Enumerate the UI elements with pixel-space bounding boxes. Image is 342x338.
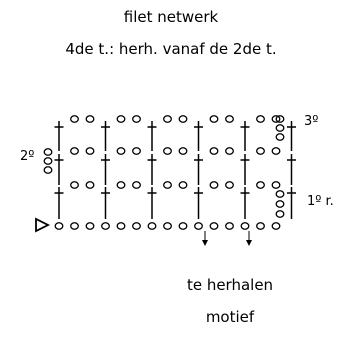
mesh-chain bbox=[116, 115, 126, 123]
mesh-chain bbox=[225, 147, 234, 155]
mesh-chain bbox=[256, 115, 265, 123]
mesh-chain bbox=[225, 115, 234, 123]
turning-chain bbox=[43, 157, 53, 165]
turning-chain bbox=[275, 133, 285, 141]
mesh-chain bbox=[70, 181, 79, 189]
mesh-chain bbox=[178, 115, 188, 123]
mesh-chain bbox=[116, 147, 126, 155]
foundation-chain bbox=[163, 222, 172, 230]
mesh-chain bbox=[85, 115, 95, 123]
foundation-chain bbox=[116, 222, 126, 230]
mesh-chain bbox=[70, 147, 79, 155]
mesh-chain bbox=[163, 181, 172, 189]
foundation-chain bbox=[225, 222, 234, 230]
turning-chain bbox=[275, 210, 285, 218]
foundation-chain bbox=[209, 222, 219, 230]
foundation-chain bbox=[256, 222, 265, 230]
foundation-chain bbox=[101, 222, 110, 230]
foundation-chain bbox=[132, 222, 141, 230]
foundation-chain bbox=[147, 222, 157, 230]
mesh-chain bbox=[256, 147, 265, 155]
row-2-label: 2º bbox=[20, 149, 34, 164]
mesh-chain bbox=[271, 147, 281, 155]
mesh-chain bbox=[132, 181, 141, 189]
mesh-chain bbox=[209, 181, 219, 189]
foundation-chain bbox=[271, 222, 281, 230]
mesh-chain bbox=[178, 147, 188, 155]
mesh-chain bbox=[271, 115, 281, 123]
start-triangle-icon bbox=[35, 217, 51, 233]
mesh-chain bbox=[116, 181, 126, 189]
turning-chain bbox=[275, 124, 285, 132]
mesh-chain bbox=[163, 147, 172, 155]
repeat-label: te herhalen bbox=[186, 276, 274, 294]
row-1-label: 1º r. bbox=[307, 194, 334, 209]
mesh-chain bbox=[225, 181, 234, 189]
foundation-chain bbox=[178, 222, 188, 230]
diagram-subtitle: 4de t.: herh. vanaf de 2de t. bbox=[65, 40, 277, 58]
turning-chain bbox=[275, 190, 285, 198]
foundation-chain bbox=[54, 222, 64, 230]
foundation-chain bbox=[194, 222, 203, 230]
mesh-chain bbox=[178, 181, 188, 189]
mesh-chain bbox=[132, 115, 141, 123]
foundation-chain bbox=[70, 222, 79, 230]
turning-chain bbox=[43, 166, 53, 174]
turning-chain bbox=[275, 200, 285, 208]
mesh-chain bbox=[132, 147, 141, 155]
mesh-chain bbox=[209, 115, 219, 123]
foundation-chain bbox=[240, 222, 250, 230]
repeat-arrow-right-head bbox=[246, 240, 252, 246]
repeat-arrow-left-head bbox=[202, 240, 208, 246]
mesh-chain bbox=[85, 147, 95, 155]
mesh-chain bbox=[271, 181, 281, 189]
diagram-title: filet netwerk bbox=[123, 8, 219, 26]
repeat-motif-label: motief bbox=[205, 308, 255, 326]
turning-chain bbox=[43, 148, 53, 156]
mesh-chain bbox=[256, 181, 265, 189]
mesh-chain bbox=[209, 147, 219, 155]
foundation-chain bbox=[85, 222, 95, 230]
mesh-chain bbox=[85, 181, 95, 189]
mesh-chain bbox=[163, 115, 172, 123]
row-3-label: 3º bbox=[304, 114, 318, 129]
mesh-chain bbox=[70, 115, 79, 123]
turning-chain bbox=[275, 115, 285, 123]
